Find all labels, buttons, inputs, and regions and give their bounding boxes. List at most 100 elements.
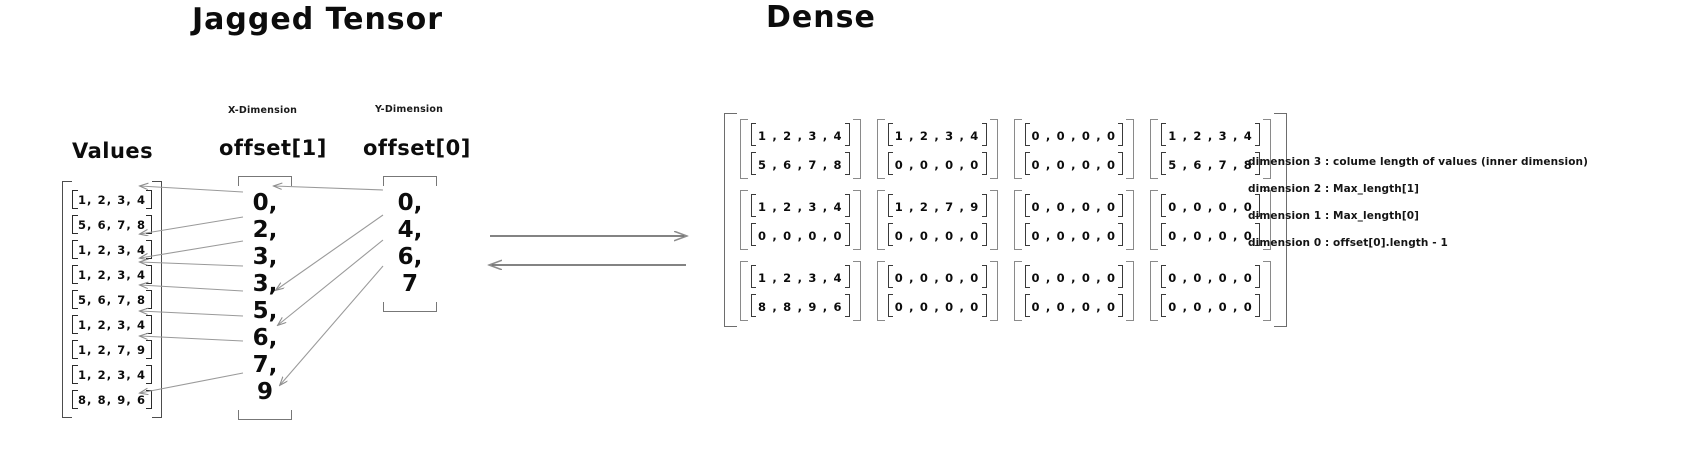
dense-vector-numbers: 0 , 0 , 0 , 0 <box>1168 300 1253 314</box>
offset1-column: 0,2,3,3,5,6,7,9 <box>230 176 300 420</box>
vector-bracket-right <box>1255 265 1260 288</box>
vector-bracket-left <box>1161 123 1167 146</box>
row-bracket-left <box>72 265 78 284</box>
vector-bracket-left <box>1161 294 1167 317</box>
dense-vector-numbers: 0 , 0 , 0 , 0 <box>1031 158 1117 172</box>
offset0-bracket-top <box>383 176 437 186</box>
values-row: 1, 2, 3, 4 <box>62 187 162 212</box>
values-row-numbers: 5, 6, 7, 8 <box>77 217 147 232</box>
offset0-value: 6, <box>397 244 423 270</box>
dense-vector: 5 , 6 , 7 , 8 <box>751 152 850 175</box>
dense-vector: 5 , 6 , 7 , 8 <box>1161 152 1260 175</box>
dense-vector: 1 , 2 , 3 , 4 <box>751 194 850 217</box>
offset1-value: 5, <box>252 298 278 324</box>
dense-vector-numbers: 0 , 0 , 0 , 0 <box>894 229 980 243</box>
values-row-numbers: 5, 6, 7, 8 <box>77 292 147 307</box>
cell-bracket-right <box>1263 190 1271 250</box>
values-row-numbers: 1, 2, 3, 4 <box>77 317 147 332</box>
legend-line: dimension 3 : colume length of values (i… <box>1248 156 1589 168</box>
vector-bracket-left <box>1024 123 1030 146</box>
values-list: 1, 2, 3, 4 5, 6, 7, 8 1, 2, 3, 4 1, 2, 3, 4… <box>62 181 162 418</box>
row-bracket-left <box>72 390 78 409</box>
dense-vector-numbers: 5 , 6 , 7 , 8 <box>1168 158 1253 172</box>
x-dimension-label: X-Dimension <box>228 105 298 116</box>
dense-vector: 0 , 0 , 0 , 0 <box>1024 194 1124 217</box>
vector-bracket-left <box>1024 223 1030 246</box>
row-bracket-right <box>146 290 152 309</box>
dense-vector-numbers: 0 , 0 , 0 , 0 <box>1031 129 1117 143</box>
vector-bracket-right <box>981 294 987 317</box>
dense-vector: 0 , 0 , 0 , 0 <box>1024 123 1124 146</box>
cell-bracket-right <box>989 261 998 321</box>
jagged-tensor-title: Jagged Tensor <box>192 2 444 37</box>
cell-bracket-right <box>989 190 998 250</box>
row-bracket-right <box>146 315 152 334</box>
dense-vector-numbers: 5 , 6 , 7 , 8 <box>758 158 843 172</box>
values-row: 1, 2, 7, 9 <box>62 337 162 362</box>
dense-vector: 0 , 0 , 0 , 0 <box>887 223 987 246</box>
vector-bracket-left <box>1024 265 1030 288</box>
dense-vector-numbers: 0 , 0 , 0 , 0 <box>1168 200 1253 214</box>
cell-bracket-left <box>740 190 748 250</box>
vector-bracket-right <box>1118 294 1124 317</box>
vector-bracket-right <box>981 194 987 217</box>
vector-bracket-left <box>751 194 756 217</box>
cell-bracket-right <box>852 119 861 179</box>
vector-bracket-right <box>1118 123 1124 146</box>
vector-bracket-right <box>981 152 987 175</box>
vector-bracket-left <box>1024 152 1030 175</box>
conversion-arrows <box>490 236 686 265</box>
dense-vector-numbers: 0 , 0 , 0 , 0 <box>894 300 980 314</box>
dense-bracket-right <box>1274 113 1287 327</box>
offset0-title: offset[0] <box>363 136 471 160</box>
vector-bracket-left <box>887 265 893 288</box>
values-row-numbers: 1, 2, 3, 4 <box>77 242 147 257</box>
vector-bracket-left <box>1161 265 1167 288</box>
values-row: 1, 2, 3, 4 <box>62 237 162 262</box>
row-bracket-right <box>146 265 152 284</box>
values-row: 1, 2, 3, 4 <box>62 262 162 287</box>
dense-vector: 0 , 0 , 0 , 0 <box>1161 223 1260 246</box>
values-bracket-left <box>62 181 72 418</box>
vector-bracket-left <box>751 265 756 288</box>
values-bracket-right <box>152 181 162 418</box>
vector-bracket-right <box>1118 152 1124 175</box>
dense-vector-numbers: 1 , 2 , 3 , 4 <box>758 271 843 285</box>
cell-bracket-right <box>1263 261 1271 321</box>
cell-bracket-left <box>1150 190 1159 250</box>
row-bracket-left <box>72 240 78 259</box>
values-row: 8, 8, 9, 6 <box>62 387 162 412</box>
vector-bracket-right <box>844 265 850 288</box>
cell-bracket-left <box>740 119 748 179</box>
row-bracket-right <box>146 365 152 384</box>
offset0-value: 0, <box>397 190 423 216</box>
vector-bracket-right <box>844 194 850 217</box>
vector-bracket-left <box>887 123 893 146</box>
vector-bracket-left <box>887 152 893 175</box>
dense-title: Dense <box>766 0 876 35</box>
offset1-value: 6, <box>252 325 278 351</box>
vector-bracket-right <box>981 123 987 146</box>
dense-vector-numbers: 8 , 8 , 9 , 6 <box>758 300 843 314</box>
vector-bracket-right <box>1118 265 1124 288</box>
dense-vector: 0 , 0 , 0 , 0 <box>1024 294 1124 317</box>
row-bracket-right <box>146 240 152 259</box>
dense-vector: 0 , 0 , 0 , 0 <box>887 294 987 317</box>
cell-bracket-left <box>876 261 885 321</box>
vector-bracket-right <box>1255 194 1260 217</box>
dense-vector: 8 , 8 , 9 , 6 <box>751 294 850 317</box>
values-column-title: Values <box>72 139 154 163</box>
vector-bracket-right <box>1255 123 1260 146</box>
values-row: 1, 2, 3, 4 <box>62 362 162 387</box>
offset0-bracket-bottom <box>383 302 437 312</box>
dense-vector-numbers: 0 , 0 , 0 , 0 <box>758 229 843 243</box>
values-row-numbers: 1, 2, 3, 4 <box>77 192 147 207</box>
row-bracket-right <box>146 390 152 409</box>
offset1-title: offset[1] <box>219 136 327 160</box>
